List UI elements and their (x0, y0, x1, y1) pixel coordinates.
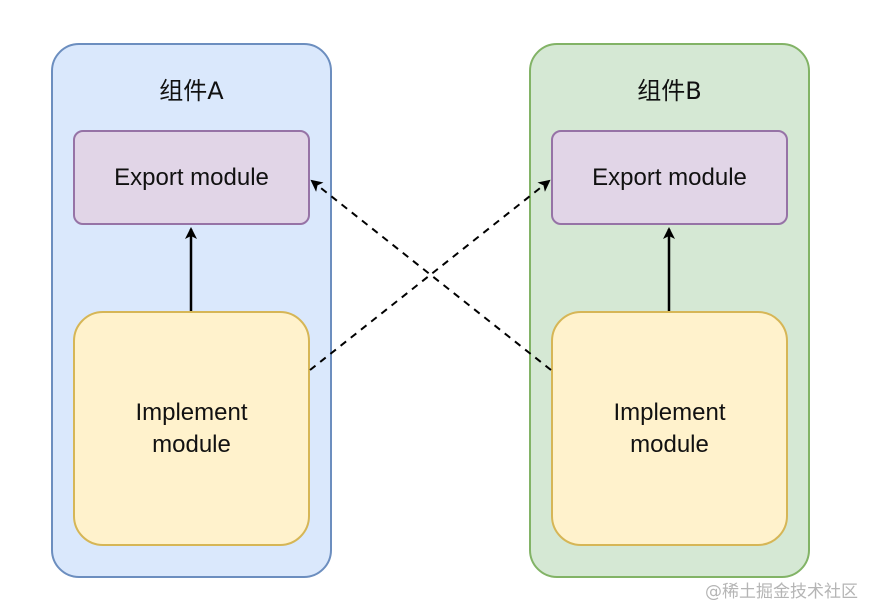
component-a-export-label: Export module (114, 163, 269, 191)
component-b-export-module: Export module (551, 130, 788, 225)
component-a-implement-label: Implement module (135, 399, 248, 458)
component-a-implement-to-b-export-dashed-arrow (309, 179, 551, 371)
component-b-export-label: Export module (592, 163, 747, 191)
component-b-implement-label: Implement module (613, 399, 726, 458)
component-a-export-module: Export module (73, 130, 310, 225)
component-b-implement-module: Implement module (551, 311, 788, 546)
component-a-implement-module: Implement module (73, 311, 310, 546)
component-b-implement-to-a-export-dashed-arrow (310, 179, 552, 371)
component-a-title: 组件A (159, 77, 224, 105)
component-b-title: 组件B (637, 77, 702, 105)
watermark-text: @稀土掘金技术社区 (705, 582, 858, 602)
